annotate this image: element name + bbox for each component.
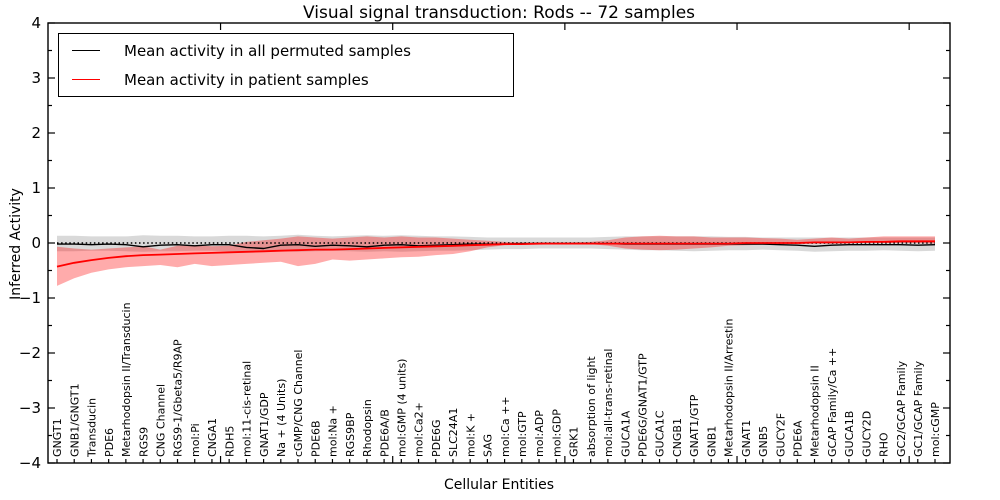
svg-text:2: 2	[31, 124, 41, 142]
svg-text:0: 0	[31, 234, 41, 252]
svg-text:GNAT1/GTP: GNAT1/GTP	[688, 394, 701, 457]
svg-text:−1: −1	[19, 289, 41, 307]
chart-title: Visual signal transduction: Rods -- 72 s…	[302, 3, 696, 23]
patient-mean-line	[56, 240, 935, 268]
svg-text:Metarhodopsin II/Arrestin: Metarhodopsin II/Arrestin	[723, 319, 736, 457]
svg-text:Rhodopsin: Rhodopsin	[361, 399, 374, 457]
svg-text:RGS9: RGS9	[137, 427, 150, 457]
svg-text:mol:K +: mol:K +	[464, 413, 477, 457]
svg-text:Transducin: Transducin	[86, 398, 99, 458]
black-line-sample-icon	[72, 50, 100, 51]
svg-text:GNB1: GNB1	[705, 426, 718, 457]
legend-label-patient: Mean activity in patient samples	[124, 70, 369, 89]
svg-text:GC1/GCAP Family: GC1/GCAP Family	[912, 360, 925, 457]
svg-text:1: 1	[31, 179, 41, 197]
svg-text:SLC24A1: SLC24A1	[447, 408, 460, 457]
svg-text:RGS9-1/Gbeta5/R9AP: RGS9-1/Gbeta5/R9AP	[172, 339, 185, 457]
legend-item-permuted: Mean activity in all permuted samples	[59, 36, 513, 65]
legend-label-permuted: Mean activity in all permuted samples	[124, 41, 411, 60]
svg-text:GNAT1/GDP: GNAT1/GDP	[258, 392, 271, 457]
svg-text:GNB1/GNGT1: GNB1/GNGT1	[68, 383, 81, 457]
legend: Mean activity in all permuted samples Me…	[58, 33, 514, 97]
svg-text:GUCY2D: GUCY2D	[860, 411, 873, 457]
svg-text:−4: −4	[19, 454, 41, 472]
legend-item-patient: Mean activity in patient samples	[59, 65, 513, 94]
svg-text:PDE6B: PDE6B	[309, 420, 322, 457]
svg-text:PDE6A: PDE6A	[792, 420, 805, 457]
svg-text:absorption of light: absorption of light	[585, 356, 598, 457]
svg-text:mol:Na +: mol:Na +	[327, 405, 340, 457]
svg-text:SAG: SAG	[482, 434, 495, 457]
svg-text:mol:GTP: mol:GTP	[516, 411, 529, 457]
svg-text:mol:11-cis-retinal: mol:11-cis-retinal	[241, 361, 254, 457]
svg-text:−2: −2	[19, 344, 41, 362]
svg-text:mol:all-trans-retinal: mol:all-trans-retinal	[602, 349, 615, 457]
svg-text:Metarhodopsin II: Metarhodopsin II	[809, 365, 822, 457]
svg-text:4: 4	[31, 14, 41, 32]
svg-text:mol:GDP: mol:GDP	[551, 409, 564, 457]
svg-text:Metarhodopsin II/Transducin: Metarhodopsin II/Transducin	[120, 302, 133, 457]
svg-text:GUCA1C: GUCA1C	[654, 410, 667, 457]
svg-text:RHO: RHO	[878, 432, 891, 457]
y-tick-labels: 4 3 2 1 0 −1 −2 −3 −4	[19, 14, 41, 472]
svg-text:GNB5: GNB5	[757, 426, 770, 457]
svg-text:mol:ADP: mol:ADP	[533, 410, 546, 457]
svg-text:−3: −3	[19, 399, 41, 417]
svg-text:mol:Ca2+: mol:Ca2+	[413, 402, 426, 457]
svg-text:mol:cGMP: mol:cGMP	[929, 402, 942, 457]
svg-text:GNGT1: GNGT1	[51, 418, 64, 457]
svg-text:GUCA1A: GUCA1A	[619, 410, 632, 457]
svg-text:PDE6G/GNAT1/GTP: PDE6G/GNAT1/GTP	[637, 353, 650, 457]
svg-text:mol:Pi: mol:Pi	[189, 423, 202, 457]
svg-text:GUCA1B: GUCA1B	[843, 411, 856, 457]
svg-text:RDH5: RDH5	[223, 426, 236, 457]
svg-text:GC2/GCAP Family: GC2/GCAP Family	[895, 360, 908, 457]
patient-range-band	[57, 235, 935, 286]
svg-text:GNAT1: GNAT1	[740, 420, 753, 457]
svg-text:GCAP Family/Ca ++: GCAP Family/Ca ++	[826, 348, 839, 457]
svg-text:CNG Channel: CNG Channel	[155, 384, 168, 457]
red-line-sample-icon	[72, 79, 100, 80]
svg-text:PDE6G: PDE6G	[430, 419, 443, 457]
axis-ticks	[48, 22, 950, 464]
x-axis-label: Cellular Entities	[443, 477, 555, 493]
svg-text:CNGA1: CNGA1	[206, 418, 219, 457]
svg-text:PDE6A/B: PDE6A/B	[378, 409, 391, 457]
svg-text:cGMP/CNG Channel: cGMP/CNG Channel	[292, 350, 305, 458]
svg-text:mol:Ca ++: mol:Ca ++	[499, 396, 512, 457]
svg-text:Na + (4 Units): Na + (4 Units)	[275, 379, 288, 457]
svg-text:CNGB1: CNGB1	[671, 418, 684, 457]
svg-text:RGS9BP: RGS9BP	[344, 412, 357, 457]
svg-text:GRK1: GRK1	[568, 427, 581, 457]
svg-text:3: 3	[31, 69, 41, 87]
svg-text:GUCY2F: GUCY2F	[774, 413, 787, 457]
svg-text:mol:GMP (4 units): mol:GMP (4 units)	[396, 359, 409, 457]
svg-text:PDE6: PDE6	[103, 428, 116, 457]
